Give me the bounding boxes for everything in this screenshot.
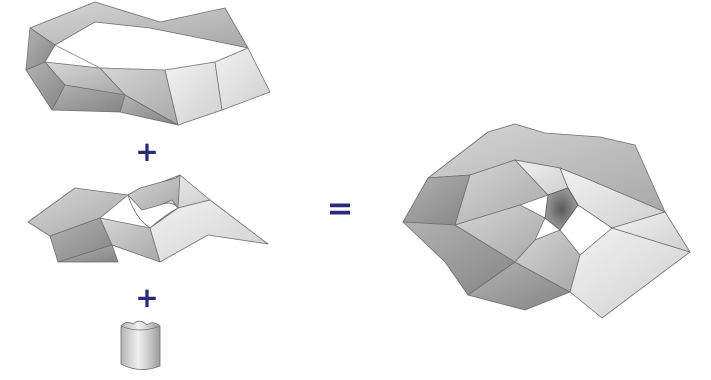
- star-cap-part: [28, 175, 268, 262]
- outer-star-ring-part: [26, 2, 270, 125]
- combined-result-shape: [403, 124, 690, 318]
- cylinder-part: [121, 321, 160, 369]
- equals-sign: =: [327, 189, 354, 227]
- plus-sign-1: +: [135, 135, 158, 168]
- plus-sign-2: +: [135, 281, 158, 314]
